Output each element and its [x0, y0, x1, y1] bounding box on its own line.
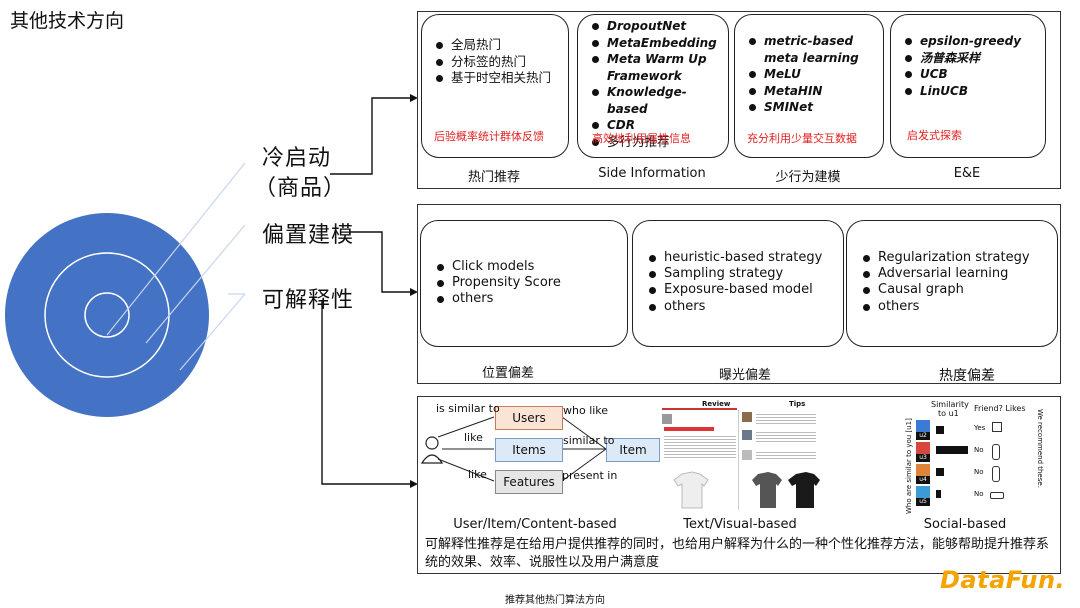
list-item: Sampling strategy [647, 266, 839, 282]
list-item: LinUCB [903, 83, 1039, 100]
connector-cold [330, 97, 412, 175]
list-item: 多行为推荐 [590, 134, 726, 151]
list-item: 全局热门 [434, 37, 562, 54]
list-item: metric-based meta learning [747, 33, 879, 66]
caption-ee: E&E [953, 166, 981, 181]
user-badge: u2 [916, 432, 930, 440]
node-users: Users [495, 406, 563, 430]
card-exposure-bias: heuristic-based strategy Sampling strate… [632, 220, 844, 347]
list-item: UCB [903, 66, 1039, 83]
card-note: 后验概率统计群体反馈 [434, 130, 544, 143]
list-item: Adversarial learning [861, 266, 1053, 282]
caption-popularity-bias: 热度偏差 [939, 368, 995, 384]
caption-side-information: Side Information [598, 166, 706, 181]
edge-label-like: like [464, 431, 483, 444]
card-few-behavior: metric-based meta learning MeLU MetaHIN … [734, 14, 884, 158]
card-position-bias: Click models Propensity Score others [420, 220, 628, 347]
caption-exposure-bias: 曝光偏差 [718, 368, 771, 383]
node-features: Features [495, 470, 563, 494]
tips-header: Tips [789, 400, 806, 408]
user-badge: u5 [916, 498, 930, 506]
list-item: MetaHIN [747, 83, 879, 100]
label-cold-start: 冷启动 [262, 146, 332, 171]
list-item: others [435, 291, 621, 307]
label-cold-start-sub: （商品） [254, 176, 347, 201]
pointer-line-bias [145, 224, 246, 344]
list-item: 分标签的热门 [434, 54, 562, 71]
caption-position-bias: 位置偏差 [481, 366, 534, 381]
pointer-line-explain [179, 293, 246, 371]
card-ee: epsilon-greedy 汤普森采样 UCB LinUCB 启发式探索 [890, 14, 1046, 158]
card-side-information: DropoutNet MetaEmbedding Meta Warm Up Fr… [577, 14, 729, 158]
similarity-title: Similarity [931, 400, 969, 409]
list-item: MeLU [747, 66, 879, 83]
list-item: DropoutNet [590, 18, 726, 35]
list-item: 基于时空相关热门 [434, 70, 562, 87]
list-item: epsilon-greedy [903, 33, 1039, 50]
caption-hot-recommend: 热门推荐 [467, 170, 520, 185]
edge-label-who-like: who like [563, 404, 609, 417]
list-item: Regularization strategy [861, 250, 1053, 266]
edge-label-like: like [468, 468, 487, 481]
list-item: Knowledge-based [590, 84, 726, 117]
side-label-right: We recommend these. [1036, 409, 1044, 488]
review-header: Review [702, 400, 731, 408]
list-item: heuristic-based strategy [647, 250, 839, 266]
list-item: Meta Warm Up Framework [590, 51, 726, 84]
list-item: SMINet [747, 99, 879, 116]
node-item: Item [606, 438, 660, 462]
slide-title: 其他技术方向 [10, 10, 125, 32]
list-item: CDR [590, 117, 726, 134]
list-item: Propensity Score [435, 275, 621, 291]
caption-user-item-content: User/Item/Content-based [453, 517, 617, 532]
list-item: others [861, 299, 1053, 315]
label-bias: 偏置建模 [262, 223, 355, 248]
caption-text-visual: Text/Visual-based [683, 517, 797, 532]
friend-likes-header: Friend? Likes [974, 404, 1026, 413]
edge-label-similar-to: similar to [563, 434, 615, 447]
outer-circle [5, 213, 209, 417]
explain-description: 可解释性推荐是在给用户提供推荐的同时，也给用户解释为什么的一种个性化推荐方法，能… [425, 537, 1050, 570]
card-note: 启发式探索 [907, 129, 962, 142]
inner-circle [84, 292, 130, 338]
friend-value: No [974, 490, 984, 498]
list-item: MetaEmbedding [590, 35, 726, 52]
edge-label-is-similar-to: is similar to [436, 402, 500, 415]
social-explanation: Similarity to u1 Friend? Likes Who are s… [898, 400, 1046, 514]
list-item: Click models [435, 259, 621, 275]
caption-few-behavior: 少行为建模 [775, 170, 841, 185]
review-screenshot: Review Tips [662, 400, 822, 512]
list-item: Exposure-based model [647, 282, 839, 298]
user-badge: u3 [916, 454, 930, 462]
friend-value: No [974, 468, 984, 476]
friend-value: Yes [974, 424, 986, 432]
pointer-line-cold [106, 162, 246, 336]
side-label-left: Who are similar to you [u1] [905, 418, 913, 514]
card-note: 充分利用少量交互数据 [747, 132, 857, 145]
card-popularity-bias: Regularization strategy Adversarial lear… [846, 220, 1058, 347]
explain-graph-edges [420, 416, 607, 482]
list-item: others [647, 299, 839, 315]
caption-social: Social-based [923, 517, 1007, 532]
friend-value: No [974, 446, 984, 454]
edge-label-present-in: present in [562, 469, 618, 482]
card-note: 高效地利用属性信息 [592, 132, 691, 145]
connector-bias [350, 231, 412, 293]
similarity-sub: to u1 [938, 409, 959, 418]
connector-explain [321, 300, 412, 485]
label-explainability: 可解释性 [262, 288, 355, 313]
footer-caption: 推荐其他热门算法方向 [505, 595, 605, 606]
user-badge: u4 [916, 476, 930, 484]
datafun-logo: DataFun. [940, 566, 1066, 594]
node-items: Items [495, 438, 563, 462]
card-hot-recommend: 全局热门 分标签的热门 基于时空相关热门 后验概率统计群体反馈 [421, 14, 569, 158]
list-item: 汤普森采样 [903, 50, 1039, 67]
list-item: Causal graph [861, 282, 1053, 298]
